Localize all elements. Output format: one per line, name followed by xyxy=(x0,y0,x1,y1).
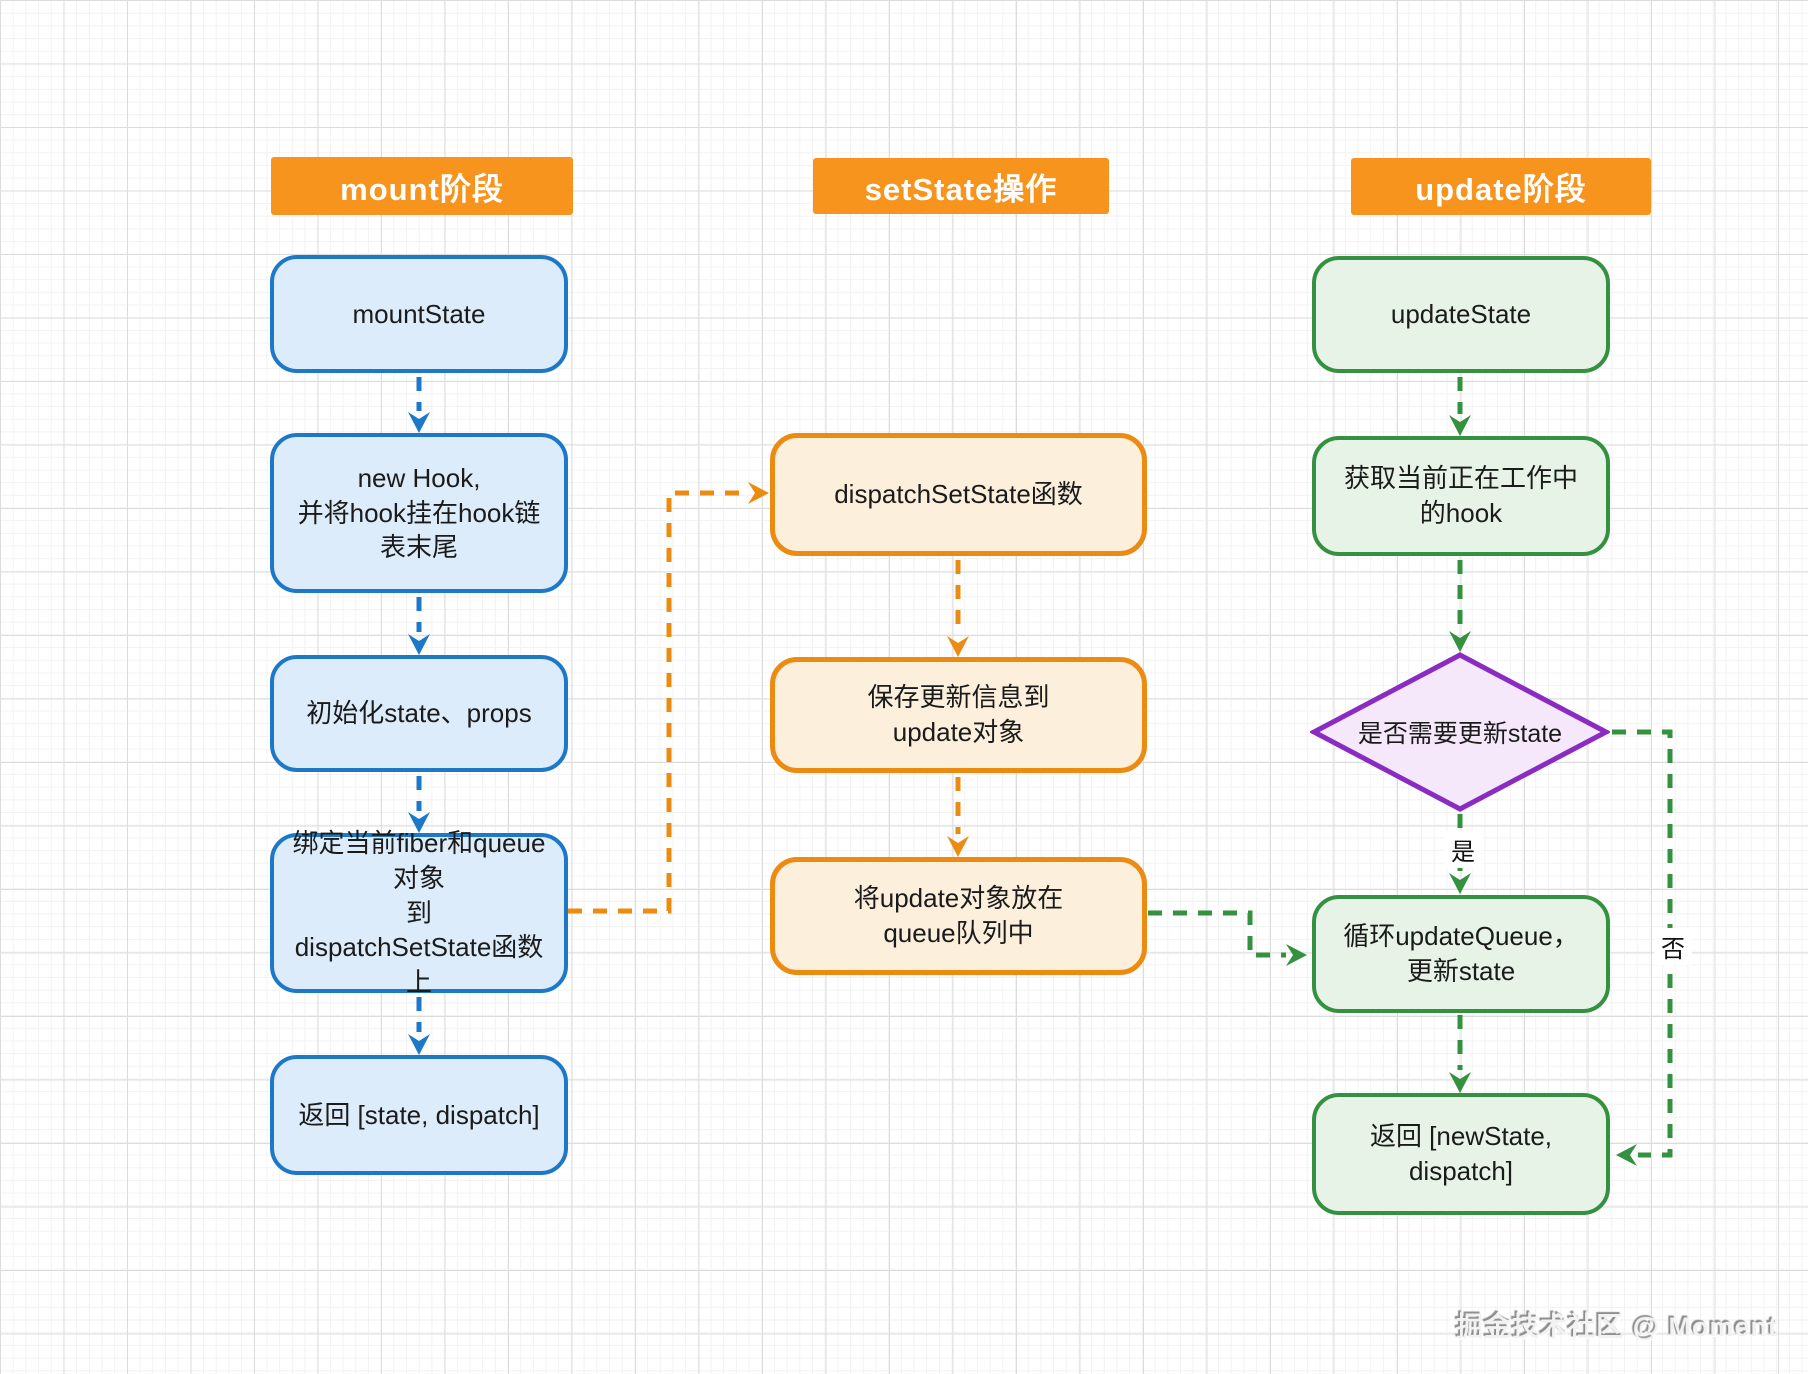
branch-label-yes: 是 xyxy=(1444,831,1482,868)
node-init-state-props: 初始化state、props xyxy=(270,655,568,772)
node-text-line: 返回 [newState, dispatch] xyxy=(1369,1121,1553,1186)
node-text-line: 返回 [state, dispatch] xyxy=(298,1099,540,1130)
watermark: 掘金技术社区 @ Moment xyxy=(1456,1312,1778,1342)
node-text-line: new Hook, xyxy=(357,462,481,493)
node-text-line: 更新state xyxy=(1406,956,1516,986)
diamond-shape-icon xyxy=(1308,652,1612,812)
node-loop-updatequeue: 循环updateQueue， 更新state xyxy=(1312,895,1610,1013)
node-bind-fiber-queue: 绑定当前fiber和queue对象 到 dispatchSetState函数上 xyxy=(270,828,568,997)
node-text-line: 将update对象放在 xyxy=(853,883,1064,914)
node-text-line: dispatchSetState函数上 xyxy=(294,932,544,998)
node-text-line: 绑定当前fiber和queue对象 xyxy=(292,827,546,893)
node-text-line: 初始化state、props xyxy=(306,698,532,729)
node-updatestate: updateState xyxy=(1312,256,1610,373)
node-text-line: updateState xyxy=(1390,299,1532,330)
node-text-line: 获取当前正在工作中 xyxy=(1343,463,1578,494)
node-get-working-hook: 获取当前正在工作中 的hook xyxy=(1312,436,1610,556)
node-text-line: 保存更新信息到 xyxy=(867,682,1050,713)
column-header-mount: mount阶段 xyxy=(271,157,573,215)
node-text-line: 的hook xyxy=(1419,498,1503,528)
node-text-line: queue队列中 xyxy=(883,918,1034,948)
node-text-line: 循环updateQueue， xyxy=(1343,921,1579,952)
node-return-state-dispatch: 返回 [state, dispatch] xyxy=(270,1055,568,1175)
branch-label-no: 否 xyxy=(1654,928,1692,965)
column-header-update: update阶段 xyxy=(1351,158,1651,215)
node-new-hook: new Hook, 并将hook挂在hook链 表末尾 xyxy=(270,433,568,593)
node-mountstate: mountState xyxy=(270,255,568,373)
decision-need-update-state: 是否需要更新state xyxy=(1308,652,1612,812)
node-dispatchsetstate: dispatchSetState函数 xyxy=(770,433,1147,556)
node-return-newstate-dispatch: 返回 [newState, dispatch] xyxy=(1312,1093,1610,1215)
node-put-update-in-queue: 将update对象放在 queue队列中 xyxy=(770,857,1147,975)
node-text-line: update对象 xyxy=(892,717,1025,747)
node-text-line: 并将hook挂在hook链 xyxy=(297,497,541,528)
decision-text: 是否需要更新state xyxy=(1357,720,1563,748)
node-text-line: dispatchSetState函数 xyxy=(834,479,1083,510)
node-text-line: 到 xyxy=(405,897,432,928)
column-header-setstate: setState操作 xyxy=(813,158,1109,214)
node-text-line: mountState xyxy=(352,298,486,329)
node-text-line: 表末尾 xyxy=(379,532,458,563)
node-save-update-info: 保存更新信息到 update对象 xyxy=(770,657,1147,773)
